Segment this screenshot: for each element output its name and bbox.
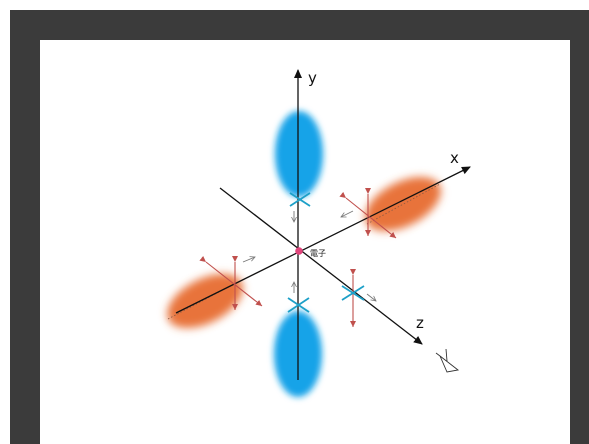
- z-axis-label: z: [416, 314, 424, 332]
- field-diagonal-left: [199, 255, 263, 307]
- cyan-cross-lower: [287, 297, 310, 313]
- cyan-cross-upper: [289, 192, 311, 207]
- electron-label: 電子: [310, 249, 326, 258]
- lobe-y-upper: [275, 111, 323, 197]
- lobe-x-right: [365, 176, 441, 232]
- z-axis: [219, 187, 423, 345]
- cyan-cross-front: [341, 285, 365, 301]
- y-axis-label: y: [308, 69, 317, 87]
- x-axis-label: x: [450, 149, 459, 167]
- top-margin: [0, 0, 589, 10]
- small-arrow-diagonal: [366, 293, 376, 301]
- eye-icon: [435, 348, 460, 373]
- lobe-x-left: [167, 273, 243, 329]
- small-arrow-left: [341, 210, 354, 218]
- small-arrow-right: [242, 257, 255, 263]
- field-diagonal-right: [339, 191, 397, 239]
- electron-dot: [295, 247, 303, 255]
- x-axis: [175, 166, 471, 314]
